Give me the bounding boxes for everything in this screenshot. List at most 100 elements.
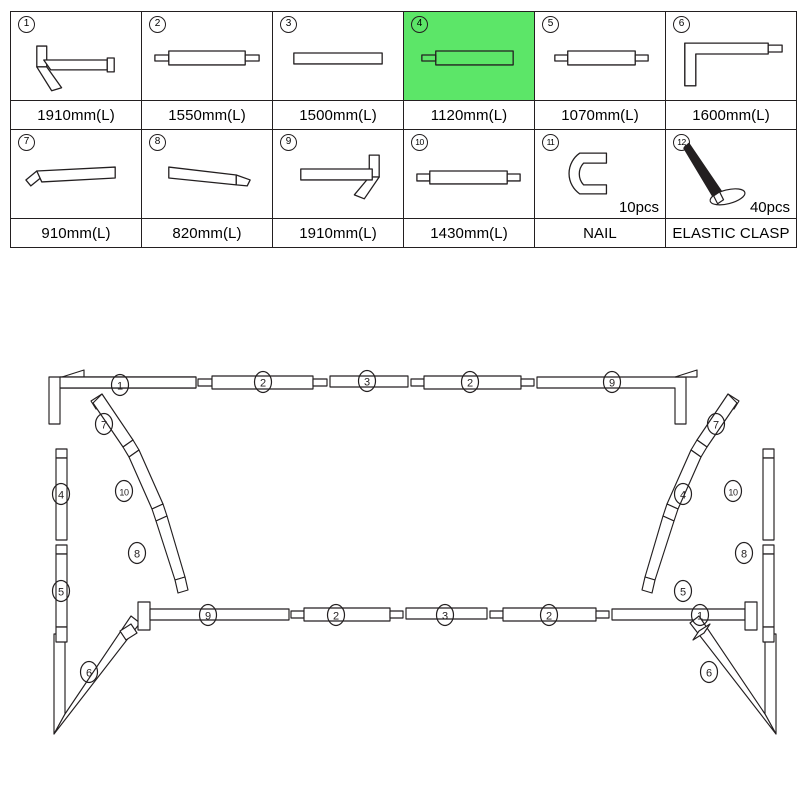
callout-ring <box>673 482 693 506</box>
callout-ring <box>699 660 719 684</box>
part-number-badge: 6 <box>673 16 690 33</box>
part-number-badge: 2 <box>149 16 166 33</box>
part-label-8: 820mm(L) <box>141 218 273 248</box>
callout-ring <box>734 541 754 565</box>
rail-bottom-1 <box>611 608 746 621</box>
table-row-labels-2: 910mm(L) 820mm(L) 1910mm(L) 1430mm(L) NA… <box>10 218 797 248</box>
part-number-badge: 5 <box>542 16 559 33</box>
part-cell-9[interactable]: 9 <box>272 129 404 219</box>
part-number-badge: 7 <box>18 134 35 151</box>
part-shape-elastic-clasp <box>683 142 746 206</box>
left-diagonal-8 <box>155 515 189 594</box>
callout-label: 7 <box>713 420 719 432</box>
callout-label: 3 <box>364 377 370 389</box>
part-cell-4[interactable]: 4 <box>403 11 535 101</box>
part-number-badge: 3 <box>280 16 297 33</box>
part-cell-1[interactable]: 1 <box>10 11 142 101</box>
callout-ring <box>253 370 273 394</box>
callout-label: 8 <box>741 549 747 561</box>
callout-label: 2 <box>467 378 473 390</box>
callout-label: 9 <box>609 378 615 390</box>
callout-ring <box>110 373 130 397</box>
callout-bottom-rail-2b: 2 <box>539 603 559 627</box>
callout-top-rail-right: 9 <box>602 370 622 394</box>
callout-ring <box>114 479 134 503</box>
callout-ring <box>51 579 71 603</box>
part-shape-plain-tube <box>293 52 383 65</box>
right-upright-5 <box>762 544 775 628</box>
callout-ring <box>357 369 377 393</box>
rail-top-3 <box>329 375 409 388</box>
callout-ring <box>435 603 455 627</box>
callout-label: 7 <box>101 420 107 432</box>
part-cell-8[interactable]: 8 <box>141 129 273 219</box>
callout-ring <box>673 579 693 603</box>
part-label-9: 1910mm(L) <box>272 218 404 248</box>
callout-label: 2 <box>546 611 552 623</box>
part-label-11: NAIL <box>534 218 666 248</box>
part-shape-tube-two-pins <box>154 50 260 66</box>
callout-ring <box>539 603 559 627</box>
left-diagonal-10 <box>128 449 164 510</box>
callout-left-upright-5: 5 <box>51 579 71 603</box>
part-cell-7[interactable]: 7 <box>10 129 142 219</box>
part-cell-11[interactable]: 11 10pcs <box>534 129 666 219</box>
left-bottom-tee <box>137 601 151 631</box>
callout-ring <box>79 660 99 684</box>
part-label-5: 1070mm(L) <box>534 100 666 130</box>
part-label-12: ELASTIC CLASP <box>665 218 797 248</box>
callout-left-diag-8: 8 <box>127 541 147 565</box>
callout-label: 5 <box>58 587 64 599</box>
part-cell-12[interactable]: 12 40pcs <box>665 129 797 219</box>
rail-bottom-9 <box>149 608 290 621</box>
callout-label: 5 <box>680 587 686 599</box>
left-upright-5 <box>55 544 68 628</box>
part-cell-6[interactable]: 6 <box>665 11 797 101</box>
part-quantity: 40pcs <box>749 199 790 216</box>
part-cell-10[interactable]: 10 <box>403 129 535 219</box>
callout-top-rail-left: 1 <box>110 373 130 397</box>
part-shape-bent-tube-small <box>168 166 251 187</box>
table-row-labels-1: 1910mm(L) 1550mm(L) 1500mm(L) 1120mm(L) … <box>10 100 797 130</box>
part-number-badge: 11 <box>542 134 559 151</box>
right-diagonal-8 <box>641 515 675 594</box>
callout-label: 1 <box>697 611 703 623</box>
callout-ring <box>602 370 622 394</box>
callout-ring <box>94 412 114 436</box>
part-label-3: 1500mm(L) <box>272 100 404 130</box>
part-shape-corner-elbow <box>684 42 783 87</box>
callout-label: 3 <box>442 611 448 623</box>
table-row-images-1: 1 2 <box>10 11 797 101</box>
right-bottom-corner-6 <box>689 615 777 735</box>
part-label-4: 1120mm(L) <box>403 100 535 130</box>
part-cell-2[interactable]: 2 <box>141 11 273 101</box>
part-shape-elbow-tee-left <box>36 45 115 92</box>
left-upright-4 <box>55 448 68 541</box>
part-number-badge: 4 <box>411 16 428 33</box>
part-number-badge: 12 <box>673 134 690 151</box>
callout-right-upright-4: 4 <box>673 482 693 506</box>
right-post-stub <box>762 626 775 643</box>
part-shape-u-nail <box>568 152 608 195</box>
part-shape-bent-tube-right <box>25 166 116 187</box>
part-number-badge: 10 <box>411 134 428 151</box>
right-upright-4 <box>762 448 775 541</box>
part-cell-3[interactable]: 3 <box>272 11 404 101</box>
callout-right-diag-7: 7 <box>706 412 726 436</box>
right-bottom-tee <box>744 601 758 631</box>
callout-label: 6 <box>706 668 712 680</box>
part-label-1: 1910mm(L) <box>10 100 142 130</box>
callout-ring <box>198 603 218 627</box>
part-shape-tube-two-pins-thin <box>416 170 521 185</box>
left-post-stub <box>55 626 68 643</box>
table-row-images-2: 7 8 <box>10 129 797 219</box>
callout-ring <box>51 482 71 506</box>
part-label-10: 1430mm(L) <box>403 218 535 248</box>
parts-table: 1 2 <box>10 11 797 248</box>
callout-ring <box>460 370 480 394</box>
part-cell-5[interactable]: 5 <box>534 11 666 101</box>
callout-label: 4 <box>680 490 686 502</box>
